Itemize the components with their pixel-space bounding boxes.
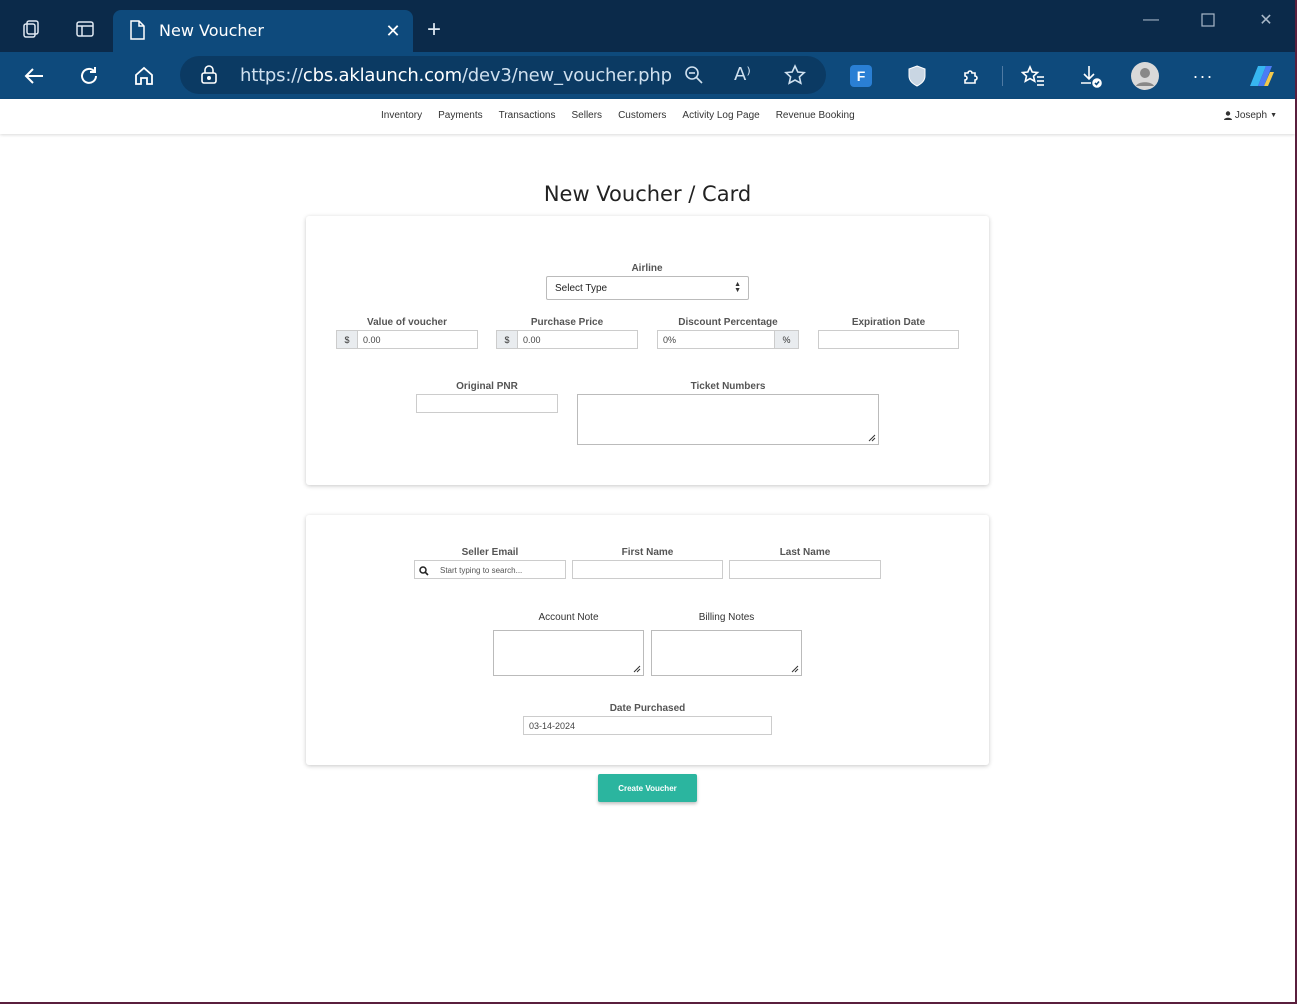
tab-new-voucher[interactable]: New Voucher ✕: [113, 10, 413, 52]
more-options-icon[interactable]: ···: [1192, 65, 1214, 86]
site-navbar: Inventory Payments Transactions Sellers …: [0, 99, 1295, 134]
seller-email-label: Seller Email: [461, 547, 519, 558]
shield-icon[interactable]: [901, 60, 933, 92]
tab-title: New Voucher: [159, 21, 264, 40]
billing-notes-label: Billing Notes: [698, 612, 755, 623]
last-name-label: Last Name: [779, 547, 831, 558]
resize-grip-icon[interactable]: [633, 665, 641, 673]
select-arrows-icon: ▲▼: [734, 281, 741, 294]
account-note-label: Account Note: [538, 612, 599, 623]
voucher-details-card: Airline Select Type ▲▼ Value of voucher …: [306, 216, 989, 485]
page-icon: [129, 20, 145, 45]
value-label: Value of voucher: [366, 317, 448, 328]
last-name-input[interactable]: [729, 560, 881, 579]
pnr-input[interactable]: [416, 394, 558, 413]
date-purchased-label: Date Purchased: [609, 703, 686, 714]
browser-toolbar: https://cbs.aklaunch.com/dev3/new_vouche…: [0, 52, 1295, 99]
airline-select[interactable]: Select Type ▲▼: [546, 276, 749, 300]
discount-input[interactable]: 0%: [657, 330, 775, 349]
first-name-input[interactable]: [572, 560, 723, 579]
create-voucher-button[interactable]: Create Voucher: [598, 774, 697, 802]
close-tab-icon[interactable]: ✕: [385, 20, 401, 41]
tickets-label: Ticket Numbers: [690, 381, 766, 392]
url-text[interactable]: https://cbs.aklaunch.com/dev3/new_vouche…: [240, 65, 672, 86]
percent-addon: %: [774, 330, 799, 349]
tab-bar: New Voucher ✕ + — ✕: [0, 0, 1295, 52]
caret-down-icon: ▼: [1270, 112, 1277, 119]
discount-label: Discount Percentage: [678, 317, 778, 328]
price-input[interactable]: 0.00: [517, 330, 638, 349]
expiration-date-input[interactable]: [818, 330, 959, 349]
maximize-icon[interactable]: [1188, 6, 1228, 34]
workspaces-icon[interactable]: [16, 14, 46, 44]
zoom-out-icon[interactable]: [684, 65, 704, 90]
seller-email-input[interactable]: Start typing to search...: [414, 560, 566, 579]
nav-links: Inventory Payments Transactions Sellers …: [381, 110, 855, 121]
profile-avatar-icon[interactable]: [1129, 60, 1161, 92]
downloads-icon[interactable]: [1074, 60, 1106, 92]
nav-revenue-booking[interactable]: Revenue Booking: [775, 110, 855, 121]
resize-grip-icon[interactable]: [868, 434, 876, 442]
value-currency-addon: $: [336, 330, 358, 349]
back-icon[interactable]: [18, 60, 50, 92]
seller-details-card: Seller Email Start typing to search... F…: [306, 515, 989, 765]
user-name: Joseph: [1234, 110, 1268, 121]
price-label: Purchase Price: [530, 317, 604, 328]
new-tab-icon[interactable]: +: [426, 16, 441, 43]
first-name-label: First Name: [621, 547, 674, 558]
address-bar[interactable]: https://cbs.aklaunch.com/dev3/new_vouche…: [180, 56, 826, 94]
copilot-icon[interactable]: [1245, 60, 1277, 92]
nav-sellers[interactable]: Sellers: [571, 110, 603, 121]
date-purchased-input[interactable]: 03-14-2024: [523, 716, 772, 735]
airline-label: Airline: [631, 263, 663, 274]
nav-inventory[interactable]: Inventory: [381, 110, 423, 121]
user-menu[interactable]: Joseph ▼: [1223, 110, 1277, 121]
billing-notes-textarea[interactable]: [651, 630, 802, 676]
favorite-star-icon[interactable]: [783, 64, 807, 91]
nav-customers[interactable]: Customers: [618, 110, 667, 121]
search-icon: [419, 566, 429, 576]
extensions-puzzle-icon[interactable]: [956, 60, 988, 92]
price-currency-addon: $: [496, 330, 518, 349]
ticket-numbers-textarea[interactable]: [577, 394, 879, 445]
favorites-icon[interactable]: [1017, 60, 1049, 92]
refresh-icon[interactable]: [73, 60, 105, 92]
account-note-textarea[interactable]: [493, 630, 644, 676]
tab-actions-icon[interactable]: [70, 14, 100, 44]
user-icon: [1223, 111, 1232, 120]
airline-selected-value: Select Type: [555, 283, 608, 294]
nav-payments[interactable]: Payments: [438, 110, 483, 121]
minimize-icon[interactable]: —: [1143, 11, 1159, 28]
home-icon[interactable]: [128, 60, 160, 92]
pnr-label: Original PNR: [456, 381, 518, 392]
nav-transactions[interactable]: Transactions: [498, 110, 556, 121]
page-title: New Voucher / Card: [543, 182, 752, 206]
extension-f-icon[interactable]: F: [845, 60, 877, 92]
nav-activity-log[interactable]: Activity Log Page: [682, 110, 760, 121]
seller-email-placeholder: Start typing to search...: [440, 566, 523, 575]
close-window-icon[interactable]: ✕: [1259, 12, 1273, 29]
read-aloud-icon[interactable]: A⁾: [734, 64, 751, 85]
expiration-label: Expiration Date: [851, 317, 926, 328]
lock-icon[interactable]: [200, 65, 218, 90]
resize-grip-icon[interactable]: [791, 665, 799, 673]
value-input[interactable]: 0.00: [357, 330, 478, 349]
toolbar-divider: [1002, 66, 1003, 86]
